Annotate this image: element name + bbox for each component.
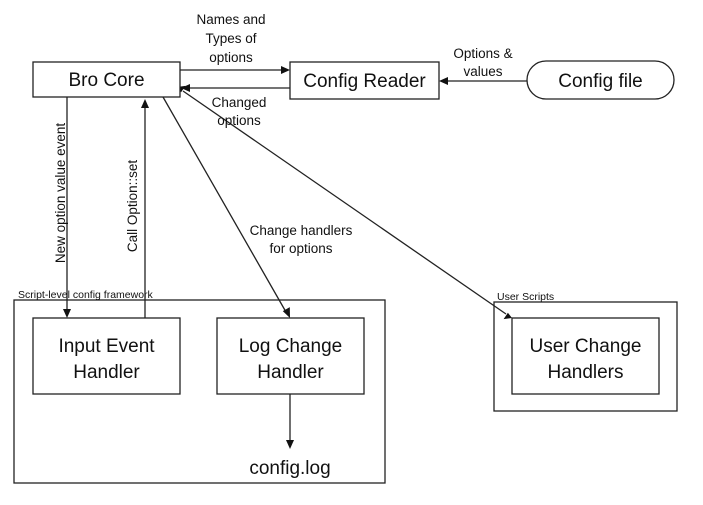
log-change-handler-label-line1: Log Change xyxy=(239,336,343,357)
edge-label-call-option-set: Call Option::set xyxy=(125,160,140,253)
user-scripts-label: User Scripts xyxy=(497,291,554,303)
input-event-handler-node xyxy=(32,317,181,395)
edge-label-change-handlers-line1: Change handlers xyxy=(250,223,353,238)
config-file-label: Config file xyxy=(558,71,643,92)
edge-core-to-input-handler-arrowhead xyxy=(63,309,71,318)
user-change-handlers-node xyxy=(511,317,660,395)
script-framework-label: Script-level config framework xyxy=(18,289,154,301)
config-reader-label: Config Reader xyxy=(303,71,426,92)
bro-core-node xyxy=(32,61,181,98)
edge-reader-to-core-arrowhead xyxy=(181,84,190,92)
input-event-handler-label-line2: Handler xyxy=(73,362,140,383)
edge-label-options-values-line1: Options & xyxy=(453,46,512,61)
edge-label-changed-options-line1: Changed xyxy=(212,95,267,110)
config-file-node xyxy=(526,60,675,100)
user-scripts-frame xyxy=(493,301,678,412)
edge-core-to-log-handler xyxy=(162,96,287,313)
edge-label-change-handlers-line2: for options xyxy=(269,241,332,256)
edge-label-names-types-line2: Types of xyxy=(205,31,256,46)
config-reader-node xyxy=(289,61,440,100)
edge-label-new-option-value-event: New option value event xyxy=(53,123,68,264)
edge-core-user-handlers-arrowhead-end xyxy=(503,312,512,320)
edge-core-to-log-handler-arrowhead xyxy=(282,307,290,318)
script-framework-frame xyxy=(13,299,386,484)
edge-label-options-values-line2: values xyxy=(463,64,502,79)
input-event-handler-label-line1: Input Event xyxy=(58,336,155,357)
edge-label-names-types-line3: options xyxy=(209,50,253,65)
bro-core-label: Bro Core xyxy=(68,70,144,91)
edge-file-to-reader-arrowhead xyxy=(439,77,448,85)
edge-input-handler-to-core-arrowhead xyxy=(141,99,149,108)
edge-core-user-handlers xyxy=(182,90,507,315)
edge-label-names-types-line1: Names and xyxy=(196,12,265,27)
user-change-handlers-label-line1: User Change xyxy=(530,336,642,357)
config-log-label: config.log xyxy=(249,458,330,479)
edge-label-changed-options-line2: options xyxy=(217,113,261,128)
log-change-handler-label-line2: Handler xyxy=(257,362,324,383)
user-change-handlers-label-line2: Handlers xyxy=(547,362,623,383)
log-change-handler-node xyxy=(216,317,365,395)
edge-core-to-reader-arrowhead xyxy=(281,66,290,74)
edge-log-handler-to-config-log-arrowhead xyxy=(286,440,294,449)
